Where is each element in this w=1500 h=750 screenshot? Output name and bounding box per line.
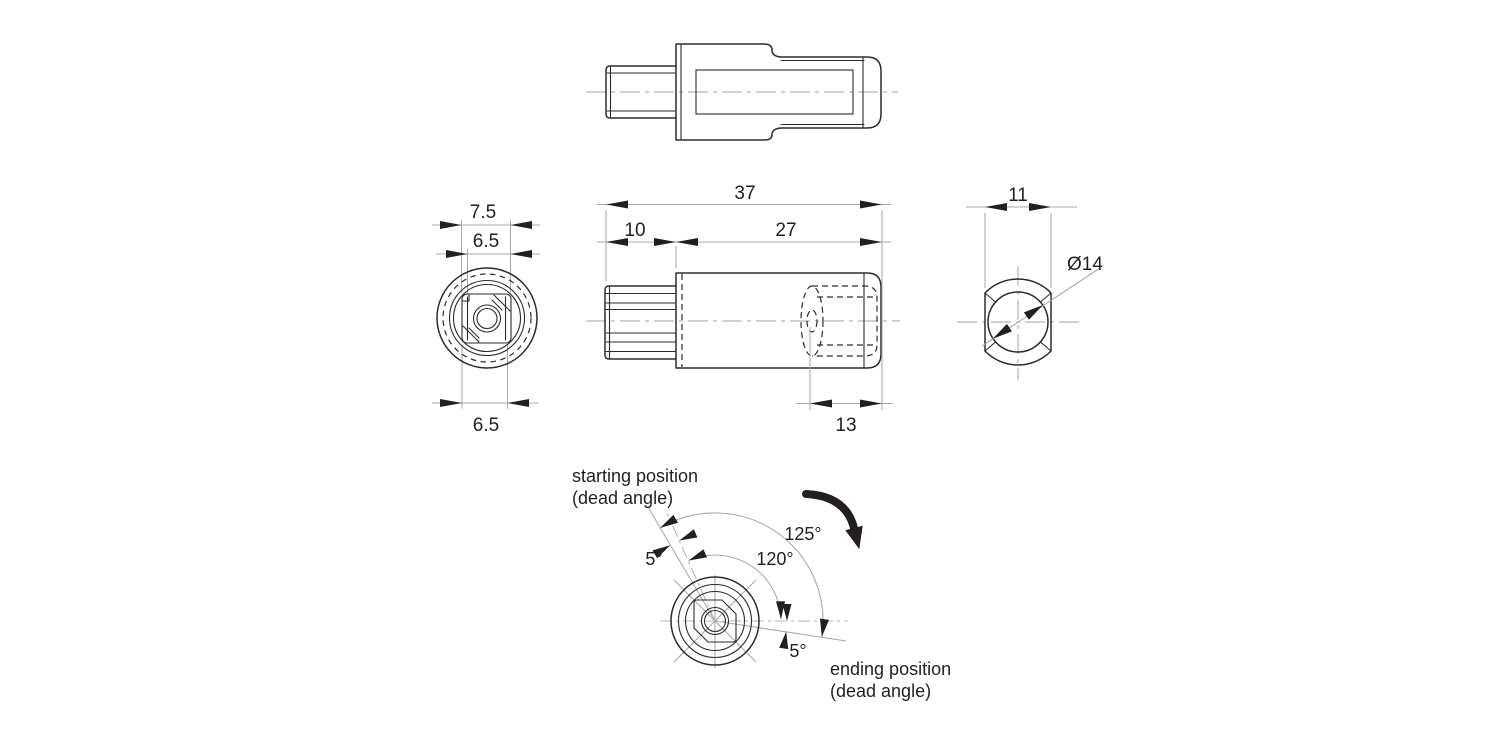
top-view-shaft (605, 65, 677, 119)
start-position-label-line1: starting position (572, 466, 698, 486)
rotation-socket (693, 599, 737, 643)
angle-end-dead-text: 5° (789, 641, 806, 661)
side-view-extension-lines (605, 210, 883, 410)
side-view-hidden-cavity (800, 285, 878, 357)
rotation-labels: starting position (dead angle) ending po… (572, 466, 951, 701)
start-position-label-line2: (dead angle) (572, 488, 673, 508)
dimension-bore-diameter: Ø14 (981, 254, 1103, 347)
rotation-part-circles (670, 576, 760, 666)
angle-main-text: 120° (756, 549, 793, 569)
end-position-label-line1: ending position (830, 659, 951, 679)
dim-body-text: 27 (775, 220, 796, 241)
side-view-shaft (604, 285, 677, 360)
dimension-front-bottom: 6.5 (432, 399, 538, 436)
rotation-arc-120: 120° (688, 549, 794, 620)
dim-bore-text: Ø14 (1067, 254, 1103, 275)
front-view: 7.5 6.5 6.5 (432, 202, 540, 436)
rotation-arc-125: 125° (659, 512, 829, 638)
top-view-body (675, 43, 882, 141)
angle-total-text: 125° (784, 524, 821, 544)
side-view-body (675, 272, 882, 369)
dim-end-width-text: 11 (1008, 185, 1028, 206)
dimension-overall-length: 37 (597, 183, 891, 209)
rotation-end-dead-angle: 5° (779, 604, 807, 661)
rotation-end-lines (714, 620, 847, 642)
dim-front-top-text: 7.5 (470, 202, 496, 223)
dimension-end-width: 11 (966, 185, 1077, 288)
end-view-outline (984, 278, 1052, 366)
dimension-shaft-and-body: 10 27 (597, 220, 891, 246)
front-view-socket (461, 293, 512, 344)
rotation-direction-arrow (802, 490, 863, 550)
dimension-front-mid: 6.5 (436, 231, 540, 258)
top-view-slot (695, 69, 854, 115)
dimension-front-top: 7.5 (432, 202, 540, 229)
rotation-start-dead-angle: 5° (645, 529, 698, 569)
top-view (586, 43, 898, 141)
front-view-circles (436, 267, 538, 369)
dim-front-bottom-text: 6.5 (473, 415, 499, 436)
dimension-cavity-depth: 13 (796, 399, 893, 436)
rotation-diagram: 125° 120° 5° 5° starting position (dead … (572, 466, 951, 701)
dim-overall-text: 37 (734, 183, 755, 204)
dim-cavity-text: 13 (835, 415, 856, 436)
dim-shaft-text: 10 (624, 220, 645, 241)
end-view: 11 Ø14 (957, 185, 1103, 380)
dim-front-mid-text: 6.5 (473, 231, 499, 252)
rotation-start-lines (647, 506, 716, 622)
end-position-label-line2: (dead angle) (830, 681, 931, 701)
angle-start-dead-text: 5° (645, 549, 662, 569)
side-view: 37 10 27 13 (586, 183, 900, 436)
